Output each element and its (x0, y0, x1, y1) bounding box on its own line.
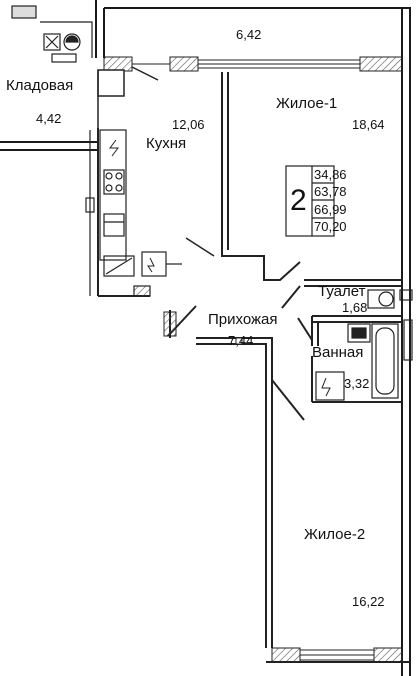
balcony-rail (103, 56, 403, 81)
summary-area-2: 63,78 (314, 184, 347, 199)
storage-door (97, 69, 125, 150)
summary-area-3: 66,99 (314, 202, 347, 217)
kitchen-area: 12,06 (172, 117, 205, 132)
hallway-area: 7,44 (228, 333, 254, 348)
bathroom-area: 3,32 (344, 376, 370, 391)
bathroom-fixtures (315, 319, 413, 401)
living1-area: 18,64 (352, 117, 385, 132)
toilet-fixture (367, 289, 413, 309)
toilet-name: Туалет (318, 283, 366, 300)
bottom-window (266, 647, 410, 663)
vent (235, 337, 243, 345)
bathroom-name: Ванная (312, 344, 364, 361)
kitchen-door (185, 237, 215, 257)
summary-badge (285, 165, 335, 237)
column (163, 311, 177, 337)
hallway-name: Прихожая (208, 311, 278, 328)
kitchen-name: Кухня (146, 135, 187, 152)
summary-area-1: 34,86 (314, 167, 347, 182)
storage-area: 4,42 (36, 111, 62, 126)
balcony-area: 6,42 (236, 27, 262, 42)
rooms-count: 2 (290, 184, 307, 217)
storage-fixtures (11, 5, 93, 63)
living2-area: 16,22 (352, 594, 385, 609)
living2-name: Жилое-2 (304, 526, 366, 543)
living1-name: Жилое-1 (276, 95, 338, 112)
kitchen-equipment (85, 128, 182, 297)
summary-area-4: 70,20 (314, 219, 347, 234)
interior-walls (167, 72, 402, 648)
storage-name: Кладовая (6, 77, 74, 94)
toilet-area: 1,68 (342, 300, 368, 315)
